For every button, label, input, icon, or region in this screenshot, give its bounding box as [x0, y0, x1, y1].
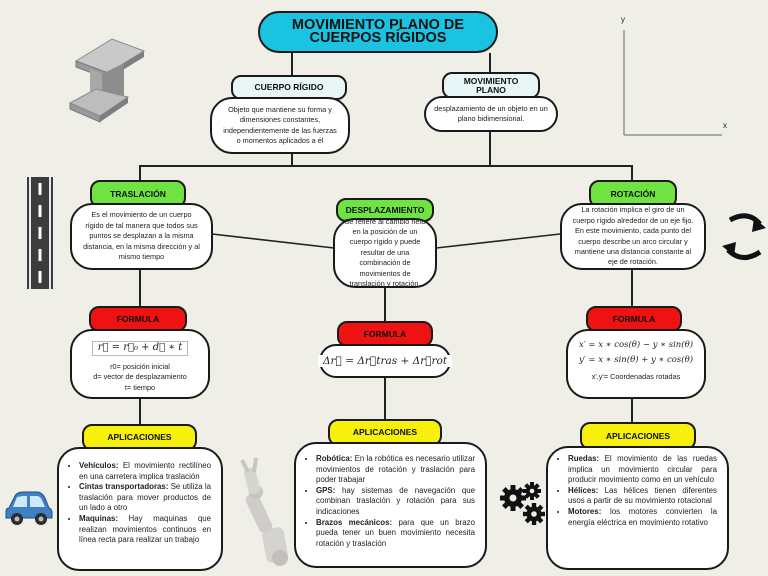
- desplazamiento-definition: Se refiere al cambio neto en la posición…: [333, 217, 437, 288]
- connector: [291, 53, 293, 75]
- list-item: Ruedas: El movimiento de las ruedas impl…: [568, 454, 717, 486]
- traslacion-apps-list: Vehículos: El movimiento rectilíneo en u…: [57, 447, 223, 571]
- road-icon: [27, 177, 53, 289]
- car-icon: [5, 491, 53, 525]
- rotacion-formula-y: y′ = x ∗ sin(θ) + y ∗ cos(θ): [578, 355, 694, 365]
- desplazamiento-formula-box: Δr⃗ = Δr⃗tras + Δr⃗rot: [317, 344, 453, 378]
- formula-note: x',y'= Coordenadas rotadas: [591, 372, 681, 381]
- list-item: Motores: los motores convierten la energ…: [568, 507, 717, 528]
- list-item: Brazos mecánicos: para que un brazo pued…: [316, 518, 475, 550]
- movimiento-plano-header: MOVIMIENTO PLANO: [442, 72, 540, 99]
- list-item: Robótica: En la robótica es necesario ut…: [316, 454, 475, 486]
- list-item: GPS: hay sistemas de navegación que comb…: [316, 486, 475, 518]
- x-axis-label: x: [723, 121, 727, 130]
- rotacion-definition: La rotación implica el giro de un cuerpo…: [560, 203, 706, 270]
- connector: [139, 397, 141, 425]
- desplazamiento-apps-list: Robótica: En la robótica es necesario ut…: [294, 442, 487, 568]
- formula-note: t= tiempo: [124, 382, 156, 392]
- connector: [139, 165, 633, 167]
- formula-note: d= vector de desplazamiento: [93, 372, 187, 381]
- connector: [139, 268, 141, 308]
- movimiento-plano-definition: desplazamiento de un objeto en un plano …: [424, 96, 558, 132]
- connector: [631, 268, 633, 308]
- list-item: Vehículos: El movimiento rectilíneo en u…: [79, 461, 211, 482]
- traslacion-formula: r⃗ = r⃗₀ + d⃗ ∗ t: [91, 341, 189, 356]
- rotation-arrows-icon: [722, 213, 766, 260]
- gears-icon: [500, 482, 545, 525]
- list-item: Maquinas: Hay maquinas que realizan movi…: [79, 514, 211, 546]
- connector: [631, 397, 633, 425]
- list-item: Hélices: Las hélices tienen diferentes u…: [568, 486, 717, 507]
- cuerpo-rigido-header: CUERPO RÍGIDO: [231, 75, 347, 100]
- page-title: MOVIMIENTO PLANO DE CUERPOS RÍGIDOS: [258, 11, 498, 53]
- traslacion-formula-box: r⃗ = r⃗₀ + d⃗ ∗ t r0= posición inicial d…: [70, 329, 210, 399]
- traslacion-definition: Es el movimiento de un cuerpo rígido de …: [70, 203, 213, 270]
- rotacion-formula-x: x′ = x ∗ cos(θ) − y ∗ sin(θ): [578, 340, 694, 350]
- connector: [384, 286, 386, 324]
- formula-note: r0= posición inicial: [110, 361, 170, 371]
- connector: [631, 165, 633, 181]
- connector: [489, 130, 491, 166]
- list-item: Cintas transportadoras: Se utiliza la tr…: [79, 482, 211, 514]
- rotacion-apps-list: Ruedas: El movimiento de las ruedas impl…: [546, 446, 729, 570]
- steel-beam-icon: [62, 33, 162, 123]
- axes-icon: [623, 30, 722, 136]
- cuerpo-rigido-definition: Objeto que mantiene su forma y dimension…: [210, 97, 350, 154]
- connector: [384, 376, 386, 422]
- connector: [291, 152, 293, 166]
- desplazamiento-formula: Δr⃗ = Δr⃗tras + Δr⃗rot: [317, 354, 453, 368]
- connector: [489, 53, 491, 73]
- connector: [139, 165, 141, 181]
- y-axis-label: y: [621, 15, 625, 24]
- robot-arm-icon: [240, 458, 288, 566]
- rotacion-formula-box: x′ = x ∗ cos(θ) − y ∗ sin(θ) y′ = x ∗ si…: [566, 329, 706, 399]
